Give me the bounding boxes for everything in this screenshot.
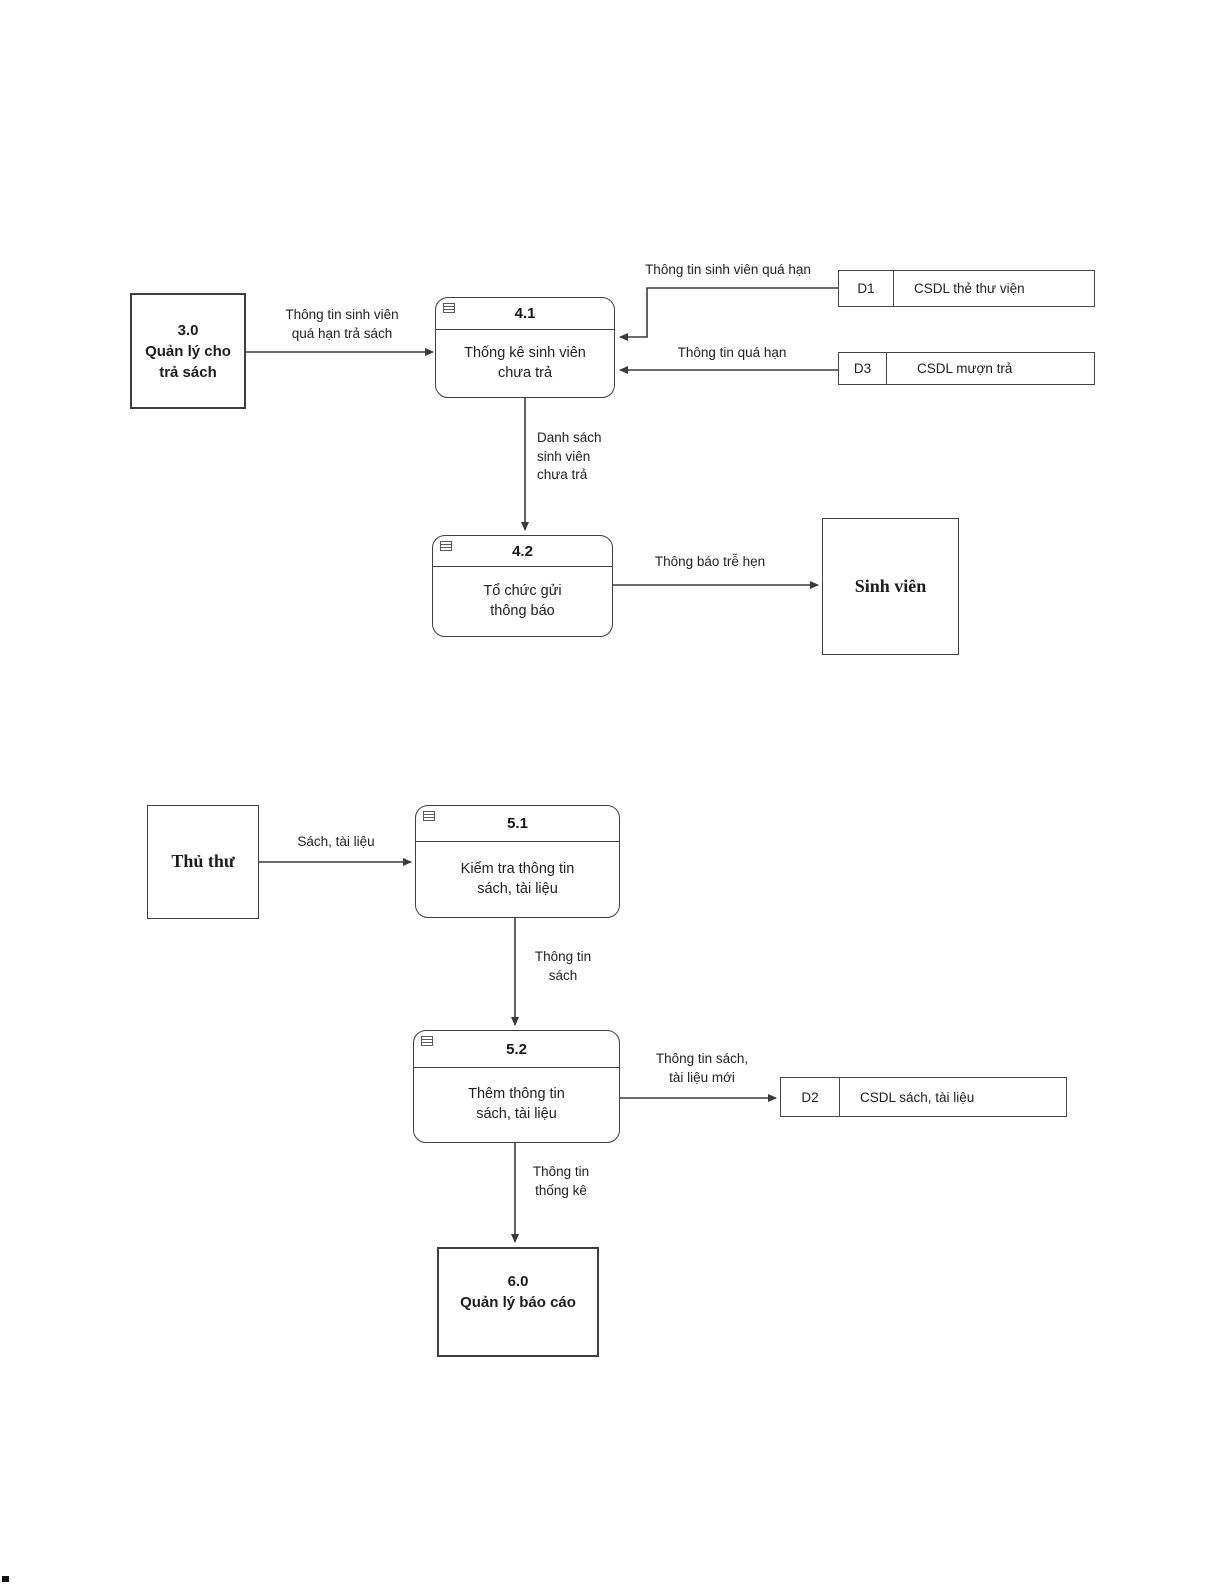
external-entity-3-0-label: 3.0 Quản lý cho trả sách	[145, 321, 231, 381]
process-4-2: 4.2 Tổ chức gửi thông báo	[432, 535, 613, 637]
process-5-1-id: 5.1	[507, 815, 528, 832]
flow-label-42-to-sv: Thông báo trễ hẹn	[654, 554, 766, 569]
process-corner-icon	[443, 303, 455, 313]
flow-label-41-to-42: Danh sách sinh viên chưa trả	[537, 430, 602, 483]
process-5-2-label: Thêm thông tin sách, tài liệu	[468, 1086, 565, 1122]
flow-label-d1-to-41: Thông tin sinh viên quá hạn	[645, 262, 811, 277]
process-5-1-label: Kiểm tra thông tin sách, tài liệu	[460, 860, 575, 897]
external-entity-6-0-label: 6.0 Quản lý báo cáo	[460, 1273, 576, 1311]
data-store-d3: D3 CSDL mượn trả	[838, 352, 1095, 385]
data-store-d1: D1 CSDL thẻ thư viện	[838, 270, 1095, 307]
external-entity-sinh-vien-label: Sinh viên	[854, 575, 927, 596]
process-4-2-id: 4.2	[512, 542, 533, 560]
external-entity-3-0: 3.0 Quản lý cho trả sách	[130, 293, 246, 409]
data-store-d3-label: CSDL mượn trả	[917, 361, 1013, 376]
page-artifact-dot	[2, 1576, 9, 1582]
process-4-1-id: 4.1	[514, 305, 536, 322]
external-entity-thu-thu-label: Thủ thư	[171, 851, 235, 872]
data-store-d3-id: D3	[839, 353, 887, 384]
external-entity-6-0: 6.0 Quản lý báo cáo	[437, 1247, 599, 1357]
process-5-2: 5.2 Thêm thông tin sách, tài liệu	[413, 1030, 620, 1143]
process-corner-icon	[440, 541, 452, 551]
data-store-d2: D2 CSDL sách, tài liệu	[780, 1077, 1067, 1117]
flow-label-52-to-d2: Thông tin sách, tài liệu mới	[655, 1051, 749, 1085]
external-entity-thu-thu: Thủ thư	[147, 805, 259, 919]
external-entity-sinh-vien: Sinh viên	[822, 518, 959, 655]
data-store-d1-id: D1	[839, 271, 894, 306]
flow-label-30-to-41: Thông tin sinh viên quá hạn trả sách	[285, 307, 399, 341]
data-store-d1-label: CSDL thẻ thư viện	[914, 281, 1025, 296]
arrow-d1-to-41	[619, 287, 838, 341]
process-4-1-label: Thống kê sinh viên chưa trả	[464, 344, 586, 381]
flow-label-d3-to-41: Thông tin quá hạn	[677, 345, 787, 360]
data-store-d2-id: D2	[781, 1078, 840, 1116]
process-4-2-label: Tổ chức gửi thông báo	[483, 582, 562, 619]
process-corner-icon	[421, 1036, 433, 1046]
process-4-1: 4.1 Thống kê sinh viên chưa trả	[435, 297, 615, 398]
process-5-1: 5.1 Kiểm tra thông tin sách, tài liệu	[415, 805, 620, 918]
process-corner-icon	[423, 811, 435, 821]
flow-label-51-to-52: Thông tin sách	[534, 949, 592, 983]
flow-label-tt-to-51: Sách, tài liệu	[297, 834, 375, 849]
flow-label-52-to-60: Thông tin thống kê	[532, 1164, 590, 1198]
data-store-d2-label: CSDL sách, tài liệu	[860, 1089, 975, 1105]
process-5-2-id: 5.2	[506, 1040, 527, 1058]
